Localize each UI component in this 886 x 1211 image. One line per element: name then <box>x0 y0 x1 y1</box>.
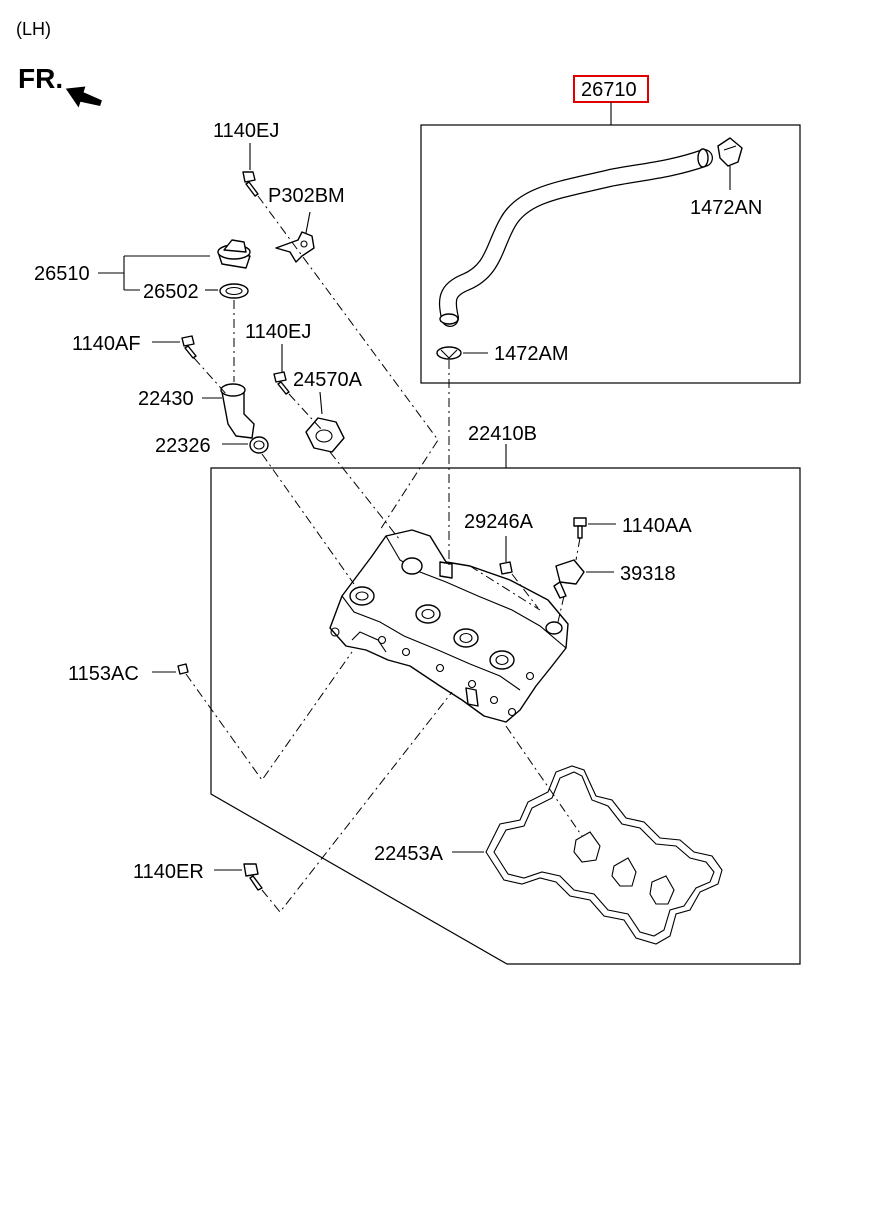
part-label-1472AN[interactable]: 1472AN <box>690 197 762 219</box>
cover-gasket-22453A <box>485 765 723 945</box>
sensor-39318 <box>553 559 585 599</box>
assembly-lines <box>185 195 583 913</box>
bolt-1140AF <box>181 335 197 359</box>
part-label-39318[interactable]: 39318 <box>620 563 676 585</box>
part-label-P302BM[interactable]: P302BM <box>268 185 345 207</box>
pcv-hose <box>439 148 713 327</box>
part-label-22453A[interactable]: 22453A <box>374 843 444 865</box>
part-label-1140AF[interactable]: 1140AF <box>72 333 141 355</box>
part-label-22410B[interactable]: 22410B <box>468 423 537 445</box>
part-label-22430[interactable]: 22430 <box>138 388 194 410</box>
part-label-29246A[interactable]: 29246A <box>464 511 534 533</box>
bolt-1140AA <box>573 517 587 539</box>
part-label-1140ER[interactable]: 1140ER <box>133 861 204 883</box>
part-label-1140AA[interactable]: 1140AA <box>622 515 692 537</box>
stud-1153AC <box>177 663 189 675</box>
o-ring-22326 <box>249 436 269 454</box>
oil-filler-neck-22430 <box>220 383 255 439</box>
part-label-26510[interactable]: 26510 <box>34 263 90 285</box>
hose-clip-1472AM <box>436 346 462 360</box>
oil-filler-cap <box>217 239 251 269</box>
hose-clip-1472AN <box>717 137 743 167</box>
plate-24570A <box>305 417 345 453</box>
hose-assembly-box <box>420 124 801 384</box>
part-label-24570A[interactable]: 24570A <box>293 369 363 391</box>
side-label: (LH) <box>16 19 51 39</box>
leader-26510 <box>98 255 210 291</box>
cylinder-head-cover <box>329 529 569 723</box>
part-label-26502[interactable]: 26502 <box>143 281 199 303</box>
leader-24570A <box>319 391 323 415</box>
plug-29246A <box>499 561 513 575</box>
part-label-1140EJ-top[interactable]: 1140EJ <box>213 120 279 142</box>
cover-assembly-box <box>210 467 801 965</box>
bolt-1140EJ-mid <box>273 371 290 395</box>
cap-gasket-26502 <box>219 283 249 299</box>
part-label-26710[interactable]: 26710 <box>581 79 637 101</box>
direction-label: FR. <box>18 63 63 94</box>
bolt-1140ER <box>243 863 263 891</box>
bolt-1140EJ-top <box>242 171 259 197</box>
part-label-1153AC[interactable]: 1153AC <box>68 663 139 685</box>
front-arrow-icon <box>65 86 102 108</box>
part-label-1472AM[interactable]: 1472AM <box>494 343 569 365</box>
bracket-P302BM <box>275 231 315 263</box>
part-label-1140EJ-mid[interactable]: 1140EJ <box>245 321 311 343</box>
part-label-22326[interactable]: 22326 <box>155 435 211 457</box>
